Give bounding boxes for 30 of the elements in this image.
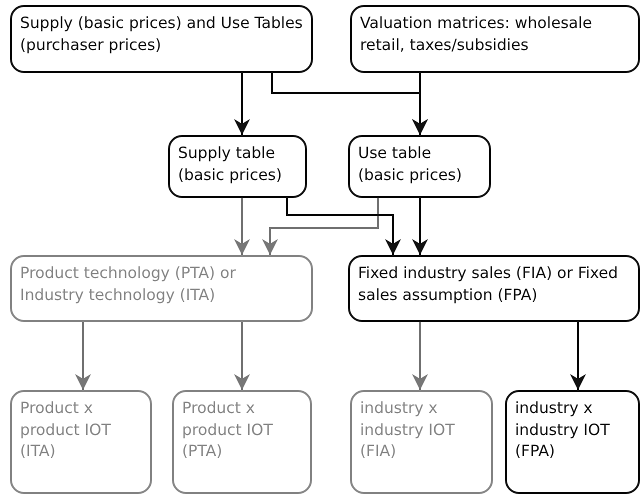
process-box — [350, 5, 640, 73]
arrow — [412, 73, 428, 135]
arrow — [234, 322, 250, 390]
arrow — [412, 322, 428, 390]
arrow — [234, 198, 250, 255]
arrow — [570, 322, 586, 390]
process-box — [168, 135, 307, 198]
box-label: Product technology (PTA) or Industry technology (ITA) — [20, 263, 237, 306]
box-label: Valuation matrices: wholesale retail, taxes/subsidies — [360, 13, 594, 56]
box-label: Fixed industry sales (FIA) or Fixed sales assumption (FPA) — [358, 263, 619, 306]
arrow — [412, 198, 428, 255]
process-box — [10, 255, 313, 322]
process-box — [348, 255, 640, 322]
box-label: Supply (basic prices) and Use Tables (purchaser prices) — [20, 13, 303, 56]
box-label: Product x product IOT (ITA) — [20, 398, 112, 462]
arrow — [286, 198, 401, 255]
box-label: Product x product IOT (PTA) — [182, 398, 274, 462]
arrow — [234, 73, 250, 135]
arrow — [262, 198, 379, 255]
process-box — [350, 390, 493, 494]
box-label: Use table (basic prices) — [358, 143, 463, 186]
process-box — [348, 135, 491, 198]
process-box — [10, 5, 313, 73]
box-label: industry x industry IOT (FIA) — [360, 398, 456, 462]
box-label: Supply table (basic prices) — [178, 143, 283, 186]
box-label: industry x industry IOT (FPA) — [515, 398, 611, 462]
process-box — [505, 390, 640, 494]
process-box — [10, 390, 152, 494]
arrow — [75, 322, 91, 390]
process-box — [172, 390, 312, 494]
